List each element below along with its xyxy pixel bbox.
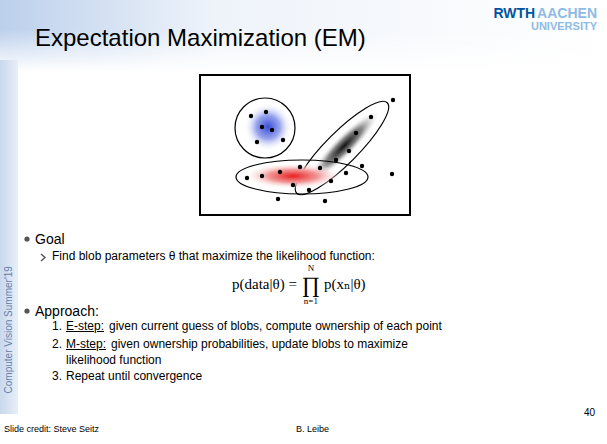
list-number: 1. — [52, 320, 62, 334]
bullet-dot — [24, 236, 29, 241]
step-name: E-step: — [66, 319, 104, 333]
logo-text: AACHEN — [537, 5, 597, 21]
formula-index: N — [308, 264, 315, 273]
bullet-text: Goal — [35, 231, 65, 247]
header-band — [0, 0, 607, 72]
illustration-frame — [200, 75, 410, 215]
list-number: 2. — [52, 338, 62, 352]
data-points — [245, 98, 395, 203]
list-number: 3. — [52, 370, 62, 384]
footer-text: B. Leibe — [296, 424, 329, 434]
footer-text: Slide credit: Steve Seitz — [4, 424, 99, 434]
logo-text: UNIVERSITY — [531, 20, 597, 33]
list-item: M-step:given ownership probabilities, up… — [66, 337, 416, 368]
red-outline — [236, 160, 368, 194]
side-text: Computer Vision Summer'19 — [3, 266, 15, 393]
sub-bullet — [41, 254, 45, 261]
list-text: Repeat until convergence — [66, 370, 202, 384]
sub-bullet-text: Find blob parameters θ that maximize the… — [52, 250, 375, 264]
logo-text: RWTH — [493, 5, 535, 21]
side-bar — [0, 60, 18, 414]
formula-index: n=1 — [304, 297, 318, 306]
step-name: M-step: — [66, 337, 106, 351]
blue-outline — [235, 98, 295, 158]
page-number: 40 — [584, 407, 595, 419]
bullet-dot — [24, 308, 29, 313]
bullet-text: Approach: — [35, 303, 99, 319]
list-item: E-step: given current guess of blobs, com… — [66, 319, 496, 335]
formula-text: p(xₙ|θ) — [324, 276, 366, 293]
list-text: given current guess of blobs, compute ow… — [109, 319, 442, 333]
slide-title: Expectation Maximization (EM) — [35, 24, 366, 52]
blue-blob — [244, 103, 292, 151]
red-blob — [243, 163, 343, 189]
formula-text: p(data|θ) = — [232, 276, 297, 293]
product-symbol: ∏ — [302, 274, 320, 296]
list-text: given ownership probabilities, update bl… — [66, 337, 408, 367]
